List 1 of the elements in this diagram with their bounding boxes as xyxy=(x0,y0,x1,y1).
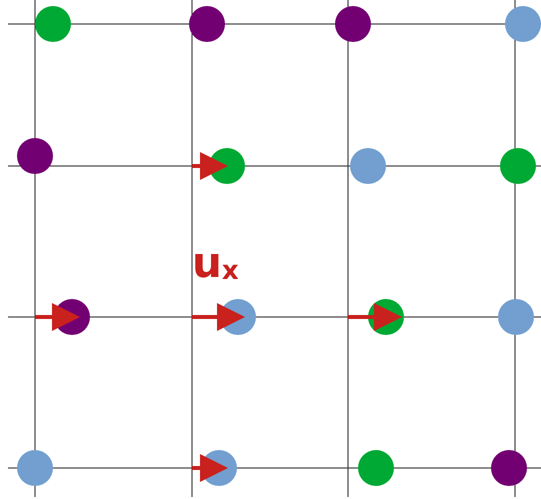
displacement-label: u$_{x}$ xyxy=(192,242,239,284)
